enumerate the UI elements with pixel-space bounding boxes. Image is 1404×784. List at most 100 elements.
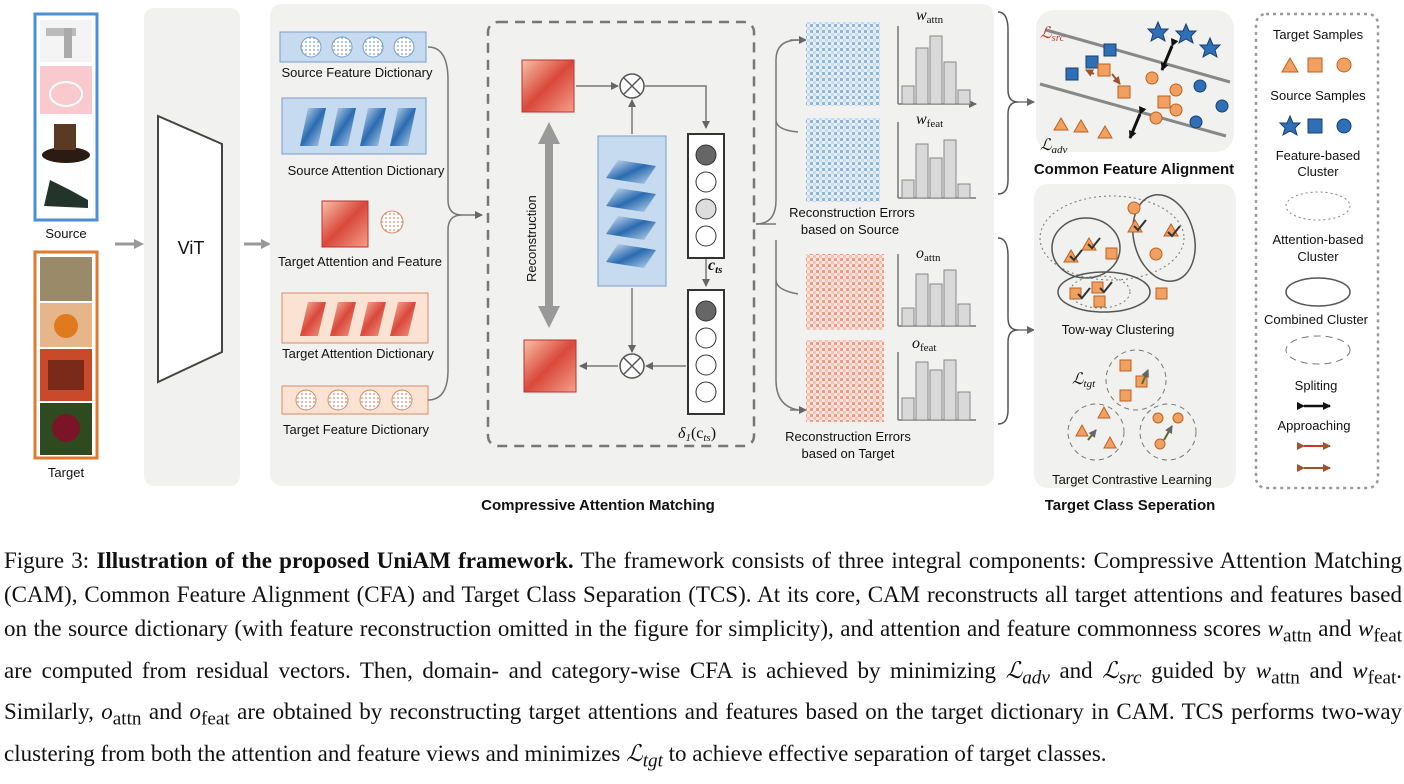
caption-loss-symbol: ℒ xyxy=(1102,657,1119,683)
two-way-clustering-label: Tow-way Clustering xyxy=(1062,322,1175,337)
target-feature-dictionary xyxy=(281,385,429,415)
caption-attn-sub: attn xyxy=(112,708,142,730)
legend-approaching: Approaching xyxy=(1278,418,1351,433)
target-contrastive-learning-label: Target Contrastive Learning xyxy=(1052,472,1212,487)
target-chair-image xyxy=(40,349,92,401)
tcs-brace xyxy=(997,237,1019,425)
caption-loss-symbol: ℒ xyxy=(1005,657,1023,683)
cfa-target-samples xyxy=(1053,63,1183,139)
caption-feat-sub: feat xyxy=(1367,667,1397,689)
o-attn-label: oattn xyxy=(916,245,941,264)
delta-label: δ1(cts) xyxy=(678,425,716,444)
target-attention-map xyxy=(521,59,575,113)
cfa-approaching-arrow xyxy=(1085,69,1095,77)
legend-attention-cluster-2: Cluster xyxy=(1297,249,1339,264)
source-feature-dictionary-label: Source Feature Dictionary xyxy=(281,65,433,80)
two-way-clustering-diagram xyxy=(1039,194,1196,313)
caption-adv-sub: adv xyxy=(1022,667,1050,689)
legend-target-samples: Target Samples xyxy=(1273,27,1364,42)
contrastive-learning-diagram xyxy=(1067,349,1197,461)
source-feature-dictionary xyxy=(279,31,427,63)
caption-attn-sub: attn xyxy=(1271,667,1300,689)
source-residual-map-feat xyxy=(806,118,880,202)
source-attention-dictionary xyxy=(281,97,427,155)
legend-spliting: Spliting xyxy=(1295,378,1338,393)
source-shoe-image xyxy=(40,168,92,214)
source-teapot-image xyxy=(40,66,92,114)
caption-and: and xyxy=(1309,657,1343,683)
o-feat-label: ofeat xyxy=(912,335,936,354)
target-attention-dictionary-label: Target Attention Dictionary xyxy=(282,346,434,361)
legend-feature-cluster-1: Feature-based xyxy=(1276,148,1361,163)
legend-combined-cluster: Combined Cluster xyxy=(1264,312,1369,327)
cfa-title: Common Feature Alignment xyxy=(1034,161,1234,178)
cfa-panel xyxy=(1036,10,1234,152)
legend-dashed-ellipse-icon xyxy=(1285,335,1351,365)
source-label: Source xyxy=(45,226,86,241)
caption-and: and xyxy=(1318,616,1352,641)
w-feat-histogram xyxy=(897,122,976,199)
caption-tgt-sub: tgt xyxy=(642,750,663,772)
multiply-node-top xyxy=(619,73,645,99)
source-residual-map-attn xyxy=(806,22,880,106)
tcs-title: Target Class Seperation xyxy=(1045,497,1216,514)
caption-sentence-1: The framework consists of three integral… xyxy=(4,548,1402,641)
target-residual-map-feat xyxy=(806,340,884,422)
cfa-split-arrow-1 xyxy=(1160,38,1179,71)
uniam-framework-figure: Source Target ViT Source Feature Diction… xyxy=(33,4,1380,514)
caption-src-sub: src xyxy=(1118,667,1142,689)
vit-label: ViT xyxy=(178,238,205,258)
l-src-label: ℒsrc xyxy=(1040,25,1065,44)
caption-o-symbol: o xyxy=(189,699,202,725)
reconstruction-double-arrow xyxy=(538,122,560,328)
recon-source-label-1: Reconstruction Errors xyxy=(789,205,915,220)
l-adv-label: ℒadv xyxy=(1040,137,1068,156)
caption-w-symbol: w xyxy=(1255,657,1272,683)
legend-feature-cluster-2: Cluster xyxy=(1297,164,1339,179)
legend-target-shapes-icon xyxy=(1281,56,1352,73)
recon-source-label-2: based on Source xyxy=(801,222,899,237)
tcs-check-marks xyxy=(1069,219,1181,300)
target-faucet-image xyxy=(40,257,92,301)
caption-w-symbol: w xyxy=(1352,657,1368,683)
cam-title: Compressive Attention Matching xyxy=(481,497,715,514)
dictionary-merge-connector xyxy=(427,46,463,401)
caption-sentence-5: are obtained by reconstructing target at… xyxy=(4,699,1403,766)
legend-solid-ellipse-icon xyxy=(1285,277,1351,307)
target-attention-and-feature-label: Target Attention and Feature xyxy=(278,254,442,269)
reconstruction-label: Reconstruction xyxy=(524,195,539,282)
caption-feat-sub: feat xyxy=(1373,625,1403,647)
target-attention-dictionary xyxy=(281,292,429,344)
cfa-brace xyxy=(997,11,1019,195)
caption-guided-by: guided by xyxy=(1151,657,1247,683)
recon-target-label-1: Reconstruction Errors xyxy=(785,429,911,444)
caption-similarly: . Similarly, xyxy=(4,657,1403,725)
legend-dotted-ellipse-icon xyxy=(1285,191,1351,221)
caption-feat-sub: feat xyxy=(201,708,230,730)
figure-caption: Figure 3: Illustration of the proposed U… xyxy=(4,544,1402,778)
coefficient-vector-delta xyxy=(687,289,725,415)
tcs-panel xyxy=(1034,184,1236,488)
legend-source-shapes-icon xyxy=(1278,114,1352,137)
cfa-split-arrow-2 xyxy=(1128,106,1147,139)
target-flower-image xyxy=(40,403,92,455)
caption-figure-number: Figure 3: xyxy=(4,548,90,573)
target-attention-and-feature xyxy=(321,200,404,248)
reconstructed-attention-map xyxy=(523,339,577,393)
reconstruction-module xyxy=(486,20,756,448)
vit-trapezoid xyxy=(157,114,223,384)
multiply-node-bottom xyxy=(619,353,645,379)
caption-and: and xyxy=(1059,657,1093,683)
w-attn-label: wattn xyxy=(916,7,944,26)
caption-w-symbol: w xyxy=(1357,616,1374,641)
caption-w-symbol: w xyxy=(1267,616,1283,641)
cts-label: cts xyxy=(708,257,722,276)
caption-loss-symbol: ℒ xyxy=(626,740,643,766)
caption-sentence-6: to achieve effective separation of targe… xyxy=(668,740,1107,766)
coefficient-vector-cts xyxy=(687,133,725,259)
o-attn-histogram xyxy=(897,254,976,327)
w-attn-histogram xyxy=(897,26,976,104)
caption-title: Illustration of the proposed UniAM frame… xyxy=(96,548,574,573)
caption-and: and xyxy=(148,699,183,725)
cfa-source-samples xyxy=(1065,20,1229,129)
